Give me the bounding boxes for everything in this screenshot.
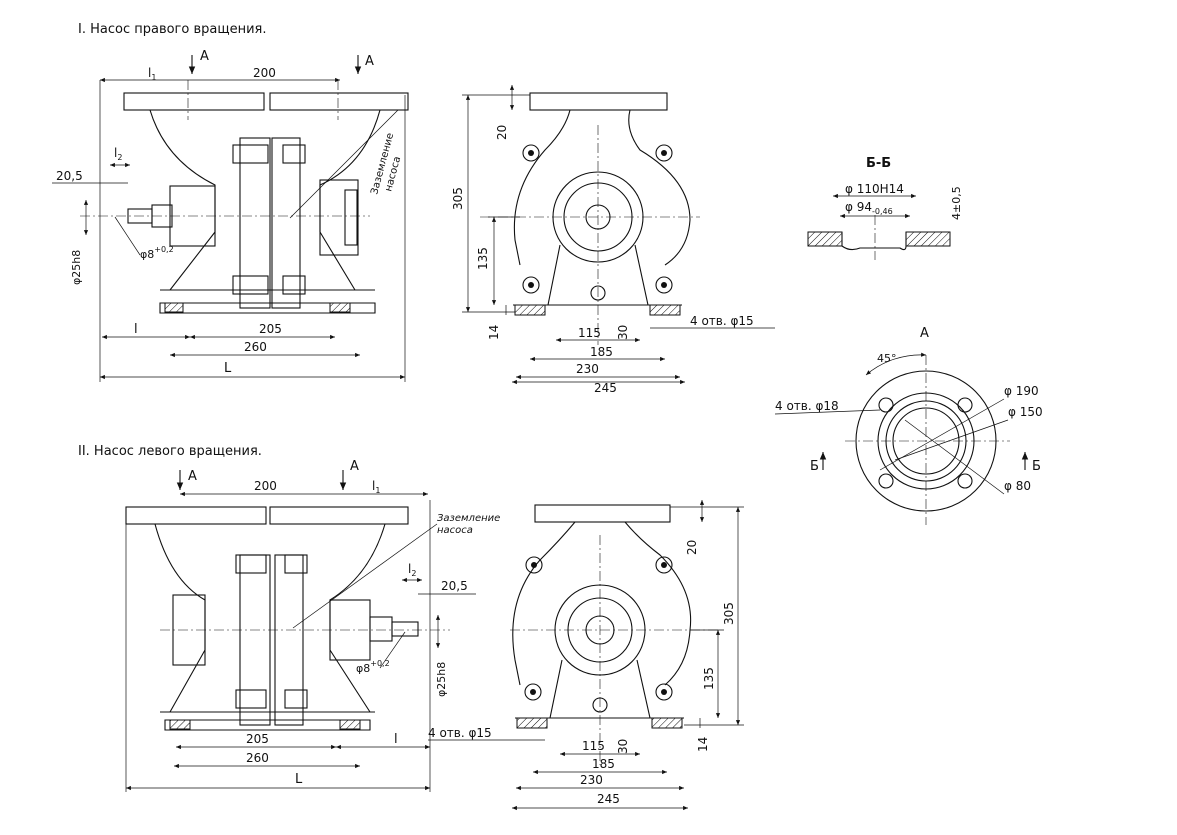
grounding-label-3: Заземление <box>437 513 500 524</box>
dim-d150: φ 150 <box>1008 405 1043 419</box>
grounding-label-4: насоса <box>437 525 473 536</box>
dim-185-a: 185 <box>590 345 613 359</box>
dim-l2: l2 <box>114 146 122 162</box>
dim-185-b: 185 <box>592 757 615 771</box>
dim-30-b: 30 <box>616 739 630 754</box>
dim-245-a: 245 <box>594 381 617 395</box>
dim-d190: φ 190 <box>1004 384 1039 398</box>
dim-200: 200 <box>253 66 276 80</box>
dim-135-b: 135 <box>702 667 716 690</box>
section-b-b: Б-Б φ 110Н14 φ 94-0,46 4±0,5 <box>807 156 963 260</box>
dim-20-a: 20 <box>495 125 509 140</box>
dim-245-b: 245 <box>597 792 620 806</box>
dim-d8: φ8+0,2 <box>140 245 174 261</box>
flange-view-a-title: А <box>920 326 929 341</box>
dim-305-a: 305 <box>451 187 465 210</box>
dim-200-b: 200 <box>254 479 277 493</box>
dim-205-b: 205 <box>246 732 269 746</box>
dim-d94: φ 94-0,46 <box>845 200 893 216</box>
section-b-right: Б <box>1032 459 1041 474</box>
dim-135-a: 135 <box>476 247 490 270</box>
dim-l-b: l <box>394 732 398 747</box>
view-a-marker-4: А <box>350 459 359 474</box>
flange-view-a: А 45° 4 отв. φ18 φ 190 φ 150 φ 80 Б Б <box>774 326 1043 525</box>
dim-20-5-b: 20,5 <box>441 579 468 593</box>
view-a-marker-3: А <box>188 469 197 484</box>
dim-L-b: L <box>295 772 303 787</box>
dim-L: L <box>224 361 232 376</box>
dim-d8-b: φ8+0,2 <box>356 659 390 675</box>
dim-d25h8: φ25h8 <box>70 250 83 285</box>
section-b-left: Б <box>810 459 819 474</box>
dim-angle-45: 45° <box>877 352 897 365</box>
dim-205: 205 <box>259 322 282 336</box>
dim-115-b: 115 <box>582 739 605 753</box>
dim-14-b: 14 <box>696 737 710 752</box>
holes-15-b: 4 отв. φ15 <box>428 726 492 740</box>
dim-d80: φ 80 <box>1004 479 1031 493</box>
dim-305-b: 305 <box>722 602 736 625</box>
holes-18: 4 отв. φ18 <box>775 399 839 413</box>
front-view-right-rotation: 305 20 135 14 115 30 185 230 245 4 отв. … <box>451 85 775 395</box>
dim-4: 4±0,5 <box>950 186 963 220</box>
title-right-rotation: I. Насос правого вращения. <box>78 22 267 37</box>
title-left-rotation: II. Насос левого вращения. <box>78 444 262 459</box>
dim-d25h8-b: φ25h8 <box>435 662 448 697</box>
dim-14-a: 14 <box>487 325 501 340</box>
dim-d110: φ 110Н14 <box>845 182 904 196</box>
view-a-marker-1: А <box>200 49 209 64</box>
front-view-left-rotation: 305 20 135 14 115 30 185 230 245 4 отв. … <box>428 500 744 811</box>
dim-260: 260 <box>244 340 267 354</box>
view-a-marker-2: А <box>365 54 374 69</box>
dim-260-b: 260 <box>246 751 269 765</box>
section-b-b-title: Б-Б <box>866 156 891 171</box>
dim-30-a: 30 <box>616 325 630 340</box>
dim-230-b: 230 <box>580 773 603 787</box>
dim-l1-b: l1 <box>372 479 380 495</box>
dim-115-a: 115 <box>578 326 601 340</box>
dim-l2-b: l2 <box>408 562 416 578</box>
side-view-right-rotation: А А Заземление насоса l1 200 l2 20,5 φ25… <box>52 49 409 382</box>
side-view-left-rotation: А А Заземление насоса 200 l1 l2 20,5 φ8+… <box>125 459 500 792</box>
holes-15-a: 4 отв. φ15 <box>690 314 754 328</box>
dim-230-a: 230 <box>576 362 599 376</box>
dim-20-5: 20,5 <box>56 169 83 183</box>
dim-20-b: 20 <box>685 540 699 555</box>
dim-l: l <box>134 322 138 337</box>
dim-l1: l1 <box>148 66 156 82</box>
